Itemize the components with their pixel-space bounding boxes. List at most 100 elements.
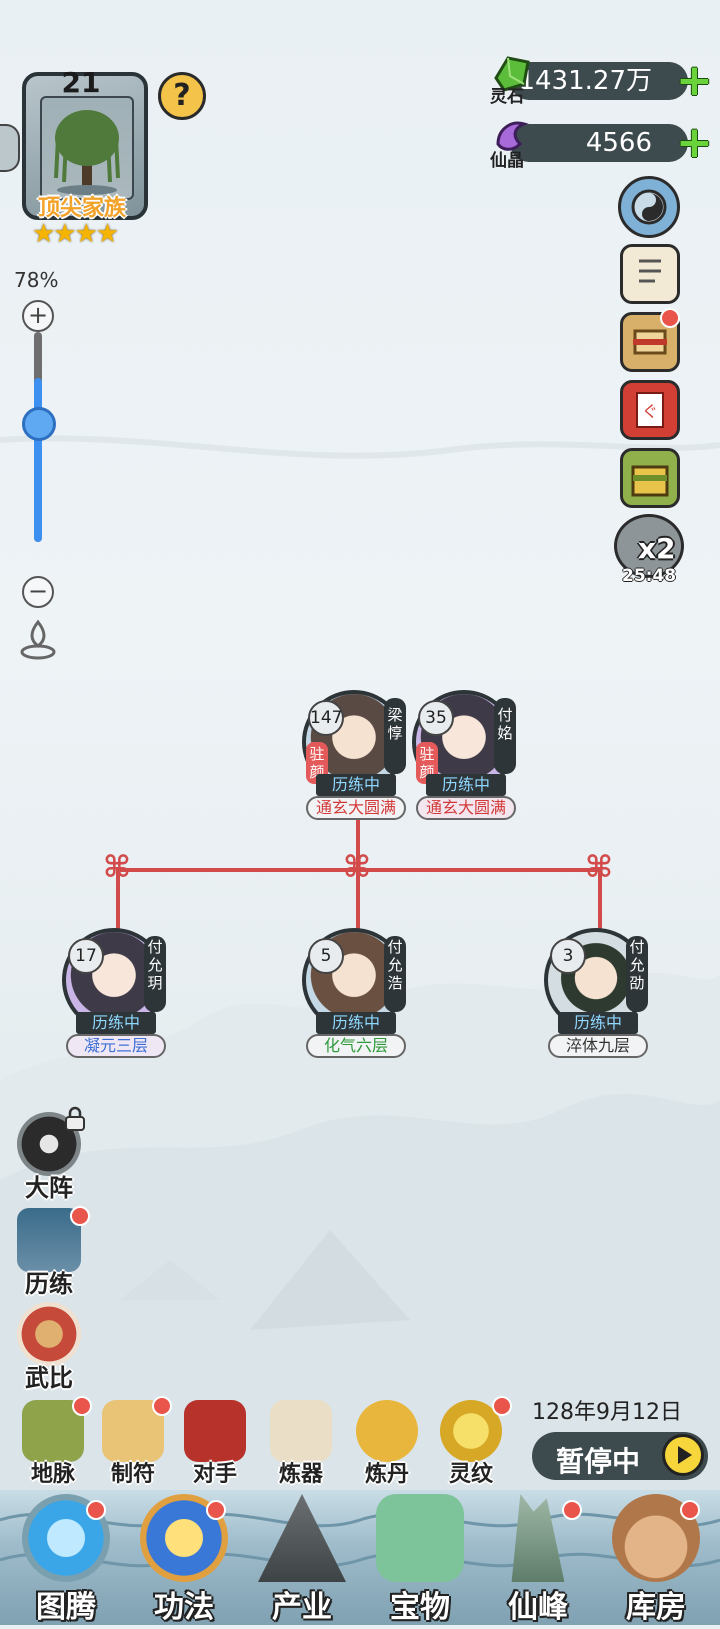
emblem-portrait (40, 96, 134, 200)
spirit-rune-label: 灵纹 (448, 1462, 493, 1487)
speed-button[interactable] (614, 514, 684, 578)
rival-gate-icon (184, 1400, 246, 1462)
member-name: 付 姳 (494, 698, 516, 774)
willow-tree-icon (54, 110, 120, 195)
forge-label: 炼器 (278, 1462, 323, 1487)
speed-multiplier: x2 (638, 532, 676, 565)
wave-pattern-icon (0, 1512, 720, 1568)
member-level: 5 (308, 938, 344, 974)
nav-industry-label: 产业 (272, 1590, 332, 1625)
member-realm: 通玄大圆满 (416, 796, 516, 820)
spirit-rune-icon (440, 1400, 502, 1462)
duel-label: 武比 (25, 1364, 73, 1392)
forge-button[interactable]: 炼器 (264, 1400, 338, 1488)
forge-scroll-icon (270, 1400, 332, 1462)
nav-industry[interactable]: 产业 (242, 1494, 362, 1625)
spirit-rune-button[interactable]: 灵纹 (434, 1400, 508, 1488)
zoom-percent: 78% (14, 268, 59, 292)
lock-icon (65, 1106, 85, 1131)
member-card[interactable]: 147 梁 惇 驻 颜 历练中 通玄大圆满 (302, 690, 414, 820)
scroll-letter-icon (639, 259, 661, 283)
nav-totem[interactable]: 图腾 (6, 1494, 126, 1625)
gift-box-icon (631, 465, 669, 497)
letters-button[interactable] (620, 244, 680, 304)
talisman-notification-dot (152, 1396, 172, 1416)
nav-technique[interactable]: 功法 (124, 1494, 244, 1625)
zoom-in-button[interactable]: + (22, 300, 54, 332)
add-spirit-stone-button[interactable]: + (676, 55, 713, 106)
member-name: 付 允 劭 (626, 936, 648, 1012)
earth-vein-label: 地脉 (30, 1462, 75, 1487)
trial-label: 历练 (25, 1270, 73, 1298)
storage-notification-dot (680, 1500, 700, 1520)
nav-peak-label: 仙峰 (508, 1590, 568, 1625)
member-status: 历练中 (558, 1012, 638, 1034)
member-level: 147 (308, 700, 344, 736)
red-knot-icon: ⌘ (585, 850, 613, 885)
speed-timer: 25:48 (622, 566, 677, 586)
red-knot-icon: ⌘ (103, 850, 131, 885)
family-emblem[interactable]: 21 顶尖家族 ★★★★ (12, 62, 152, 249)
shop-button[interactable] (620, 448, 680, 508)
crossed-swords-icon (17, 1302, 81, 1366)
treasure-icon (376, 1494, 464, 1582)
fairy-crystal-icon (496, 121, 529, 151)
member-realm: 凝元三层 (66, 1034, 166, 1058)
nav-treasure-label: 宝物 (390, 1590, 450, 1625)
talisman-button[interactable]: 制符 (96, 1400, 170, 1488)
red-book-icon: ぐ (636, 392, 664, 428)
member-name: 梁 惇 (384, 698, 406, 774)
family-level: 21 (61, 66, 101, 99)
member-card[interactable]: 35 付 姳 驻 颜 历练中 通玄大圆满 (412, 690, 524, 820)
svg-text:ぐ: ぐ (642, 402, 658, 421)
tree-line-child-1 (116, 868, 120, 932)
spirit-stone-bar: 1431.27万 (510, 62, 688, 100)
help-button[interactable]: ? (158, 72, 206, 120)
member-name: 付 允 玥 (144, 936, 166, 1012)
tree-line-child-3 (598, 868, 602, 932)
play-icon (662, 1434, 704, 1476)
spirit-stone-value: 1431.27万 (518, 66, 652, 96)
mail-button[interactable]: ぐ (620, 380, 680, 440)
alchemy-label: 炼丹 (364, 1462, 409, 1487)
fairy-crystal-bar: 4566 (510, 124, 688, 162)
member-realm: 化气六层 (306, 1034, 406, 1058)
pause-label: 暂停中 (556, 1445, 641, 1478)
technique-notification-dot (206, 1500, 226, 1520)
member-status: 历练中 (316, 774, 396, 796)
member-realm: 淬体九层 (548, 1034, 648, 1058)
peak-notification-dot (562, 1500, 582, 1520)
rival-button[interactable]: 对手 (178, 1400, 252, 1488)
member-card[interactable]: 5 付 允 浩 历练中 化气六层 (302, 928, 414, 1058)
nav-peak[interactable]: 仙峰 (478, 1494, 598, 1625)
settings-button[interactable] (618, 176, 680, 238)
fairy-crystal-value: 4566 (585, 128, 652, 158)
nav-storage[interactable]: 库房 (596, 1494, 716, 1625)
alchemy-button[interactable]: 炼丹 (350, 1400, 424, 1488)
member-card[interactable]: 17 付 允 玥 历练中 凝元三层 (62, 928, 174, 1058)
zoom-out-button[interactable]: − (22, 576, 54, 608)
pause-button[interactable]: 暂停中 (532, 1432, 708, 1480)
add-fairy-crystal-button[interactable]: + (676, 117, 713, 168)
quest-scroll-icon (633, 329, 667, 355)
duel-button[interactable]: 武比 (14, 1302, 84, 1393)
quest-notification-dot (660, 308, 680, 328)
fairy-crystal-label: 仙晶 (490, 151, 524, 171)
tree-line-child-2 (356, 868, 360, 932)
talisman-label: 制符 (110, 1462, 155, 1487)
nav-treasure[interactable]: 宝物 (360, 1494, 480, 1625)
side-tab-handle[interactable] (0, 124, 20, 172)
formation-button[interactable]: 大阵 (14, 1112, 84, 1203)
nav-totem-label: 图腾 (36, 1590, 96, 1625)
tree-line-parent (356, 816, 360, 870)
member-status: 历练中 (426, 774, 506, 796)
locate-icon[interactable] (18, 618, 58, 662)
spirit-stone-label: 灵石 (490, 87, 524, 107)
zoom-slider-knob[interactable] (22, 407, 56, 441)
emblem-frame (22, 72, 148, 220)
nav-storage-label: 库房 (626, 1590, 686, 1625)
industry-mountain-icon (258, 1494, 346, 1582)
member-card[interactable]: 3 付 允 劭 历练中 淬体九层 (544, 928, 656, 1058)
spirit-rune-notification-dot (492, 1396, 512, 1416)
spirit-stone-icon (494, 56, 530, 92)
